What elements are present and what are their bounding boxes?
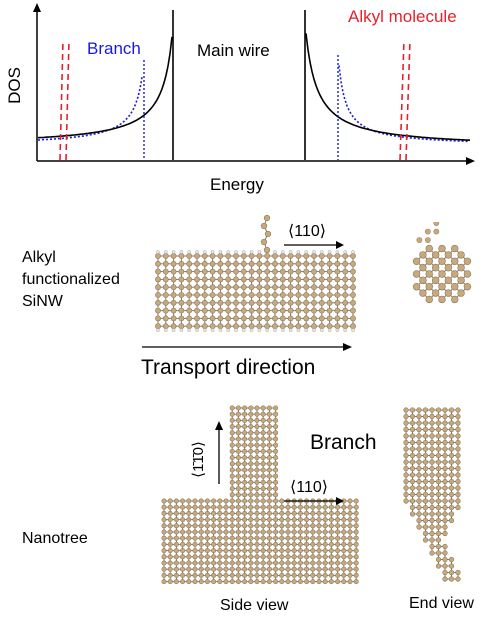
branch-dos-curve (37, 65, 469, 143)
vertical-direction-label: ⟨1̄1̄0⟩ (189, 441, 207, 478)
transport-direction-label: Transport direction (141, 356, 316, 379)
atoms (412, 244, 472, 304)
alkyl-sinw-label-line2: functionalized (22, 271, 120, 288)
alkyl-peak-right-2 (405, 39, 411, 161)
alkyl-direction-label: ⟨110⟩ (288, 223, 326, 240)
side-view-label: Side view (220, 597, 289, 614)
alkyl-sinw-label-line1: Alkyl (22, 249, 56, 266)
alkyl-direction-arrow (284, 241, 344, 249)
main-wire-label: Main wire (197, 41, 270, 60)
atoms (161, 405, 359, 585)
horizontal-direction-label: ⟨110⟩ (290, 479, 328, 496)
horizontal-direction-arrow (284, 497, 344, 505)
vertical-direction-arrow (215, 421, 223, 484)
dos-plot (33, 3, 475, 165)
atoms (403, 407, 461, 582)
x-axis-arrow (466, 157, 475, 165)
branch-structure-label: Branch (310, 431, 377, 454)
dos-y-label: DOS (4, 67, 24, 104)
alkyl-sinw-label-line3: SiNW (22, 293, 63, 310)
end-view-label: End view (409, 595, 474, 612)
nanotree-label: Nanotree (22, 530, 88, 547)
nanotree-side-structure (161, 405, 359, 585)
bonds (157, 255, 354, 327)
alkyl-peak-left-2 (65, 39, 70, 161)
alkyl-peak-left (59, 39, 64, 161)
nanotree-end-structure (403, 407, 461, 582)
alkyl-sinw-side-structure (155, 214, 356, 332)
alkyl-molecule-label: Alkyl molecule (348, 7, 457, 26)
dos-x-label: Energy (210, 175, 264, 194)
atoms (155, 253, 356, 330)
transport-direction-arrow (142, 343, 352, 351)
alkyl-sinw-end-structure (412, 222, 472, 304)
y-axis-arrow (33, 3, 41, 12)
branch-dos-label: Branch (87, 39, 141, 58)
alkyl-peak-right (399, 39, 405, 161)
